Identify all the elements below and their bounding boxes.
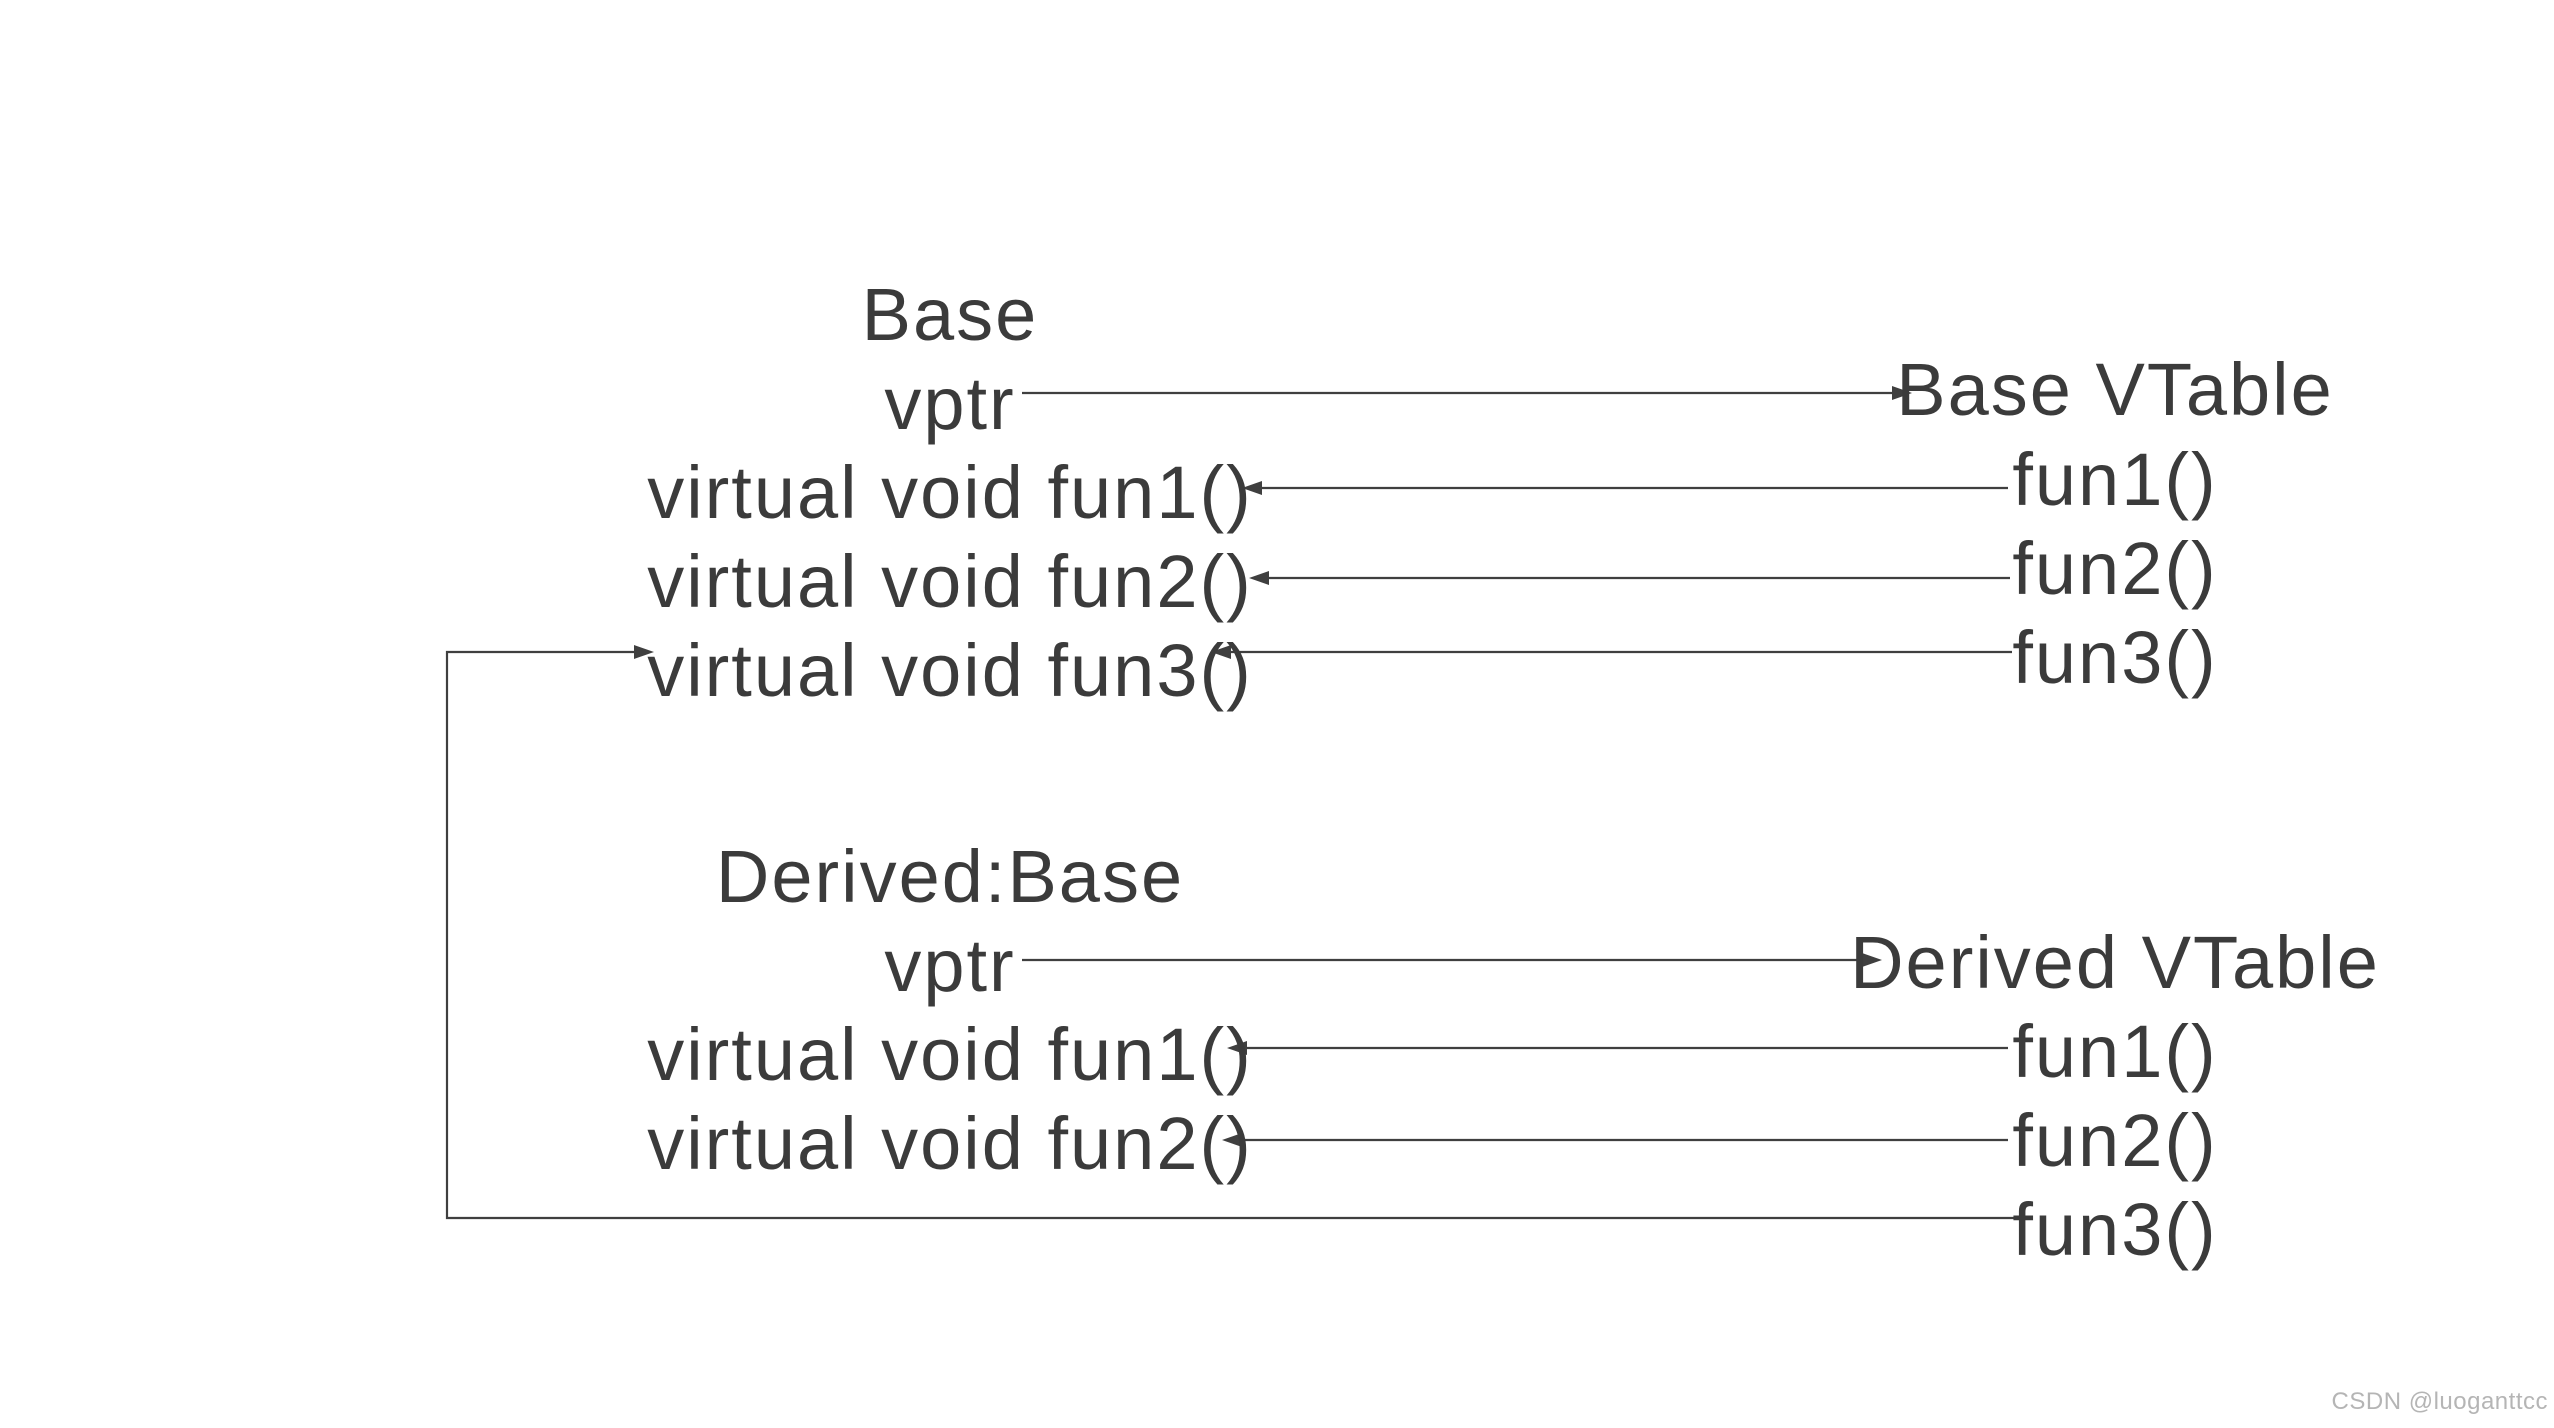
derived-class-title: Derived:Base bbox=[715, 835, 1185, 918]
arrow-derived-vtable-fun1-to-derived-fun1 bbox=[1227, 1041, 2008, 1055]
base-class-row-vptr: vptr bbox=[884, 362, 1016, 445]
derived-class-row-vptr: vptr bbox=[884, 924, 1016, 1007]
base-class-title: Base bbox=[861, 273, 1039, 356]
derived-class-row-fun2: virtual void fun2() bbox=[647, 1102, 1253, 1185]
base-class-row-fun3: virtual void fun3() bbox=[647, 629, 1253, 712]
base-class-row-fun1: virtual void fun1() bbox=[647, 451, 1253, 534]
derived-class-row-fun1: virtual void fun1() bbox=[647, 1013, 1253, 1096]
arrow-base-vtable-fun2-to-base-fun2 bbox=[1249, 571, 2010, 585]
arrow-base-vptr-to-base-vtable bbox=[1022, 386, 1912, 400]
arrow-base-vtable-fun1-to-base-fun1 bbox=[1242, 481, 2008, 495]
base-vtable-title: Base VTable bbox=[1896, 348, 2334, 431]
arrow-derived-vptr-to-derived-vtable bbox=[1022, 953, 1882, 967]
derived-vtable-row-fun2: fun2() bbox=[2012, 1099, 2218, 1182]
arrow-derived-vtable-fun2-to-derived-fun2 bbox=[1222, 1133, 2008, 1147]
base-class-row-fun2: virtual void fun2() bbox=[647, 540, 1253, 623]
derived-vtable-row-fun1: fun1() bbox=[2012, 1010, 2218, 1093]
csdn-watermark: CSDN @luoganttcc bbox=[2331, 1388, 2548, 1415]
arrow-derived-vtable-fun3-to-base-fun3 bbox=[445, 645, 2030, 1220]
base-vtable-row-fun3: fun3() bbox=[2012, 616, 2218, 699]
base-vtable-row-fun1: fun1() bbox=[2012, 438, 2218, 521]
derived-vtable-title: Derived VTable bbox=[1850, 921, 2380, 1004]
arrow-base-vtable-fun3-to-base-fun3 bbox=[1211, 645, 2012, 659]
derived-vtable-row-fun3: fun3() bbox=[2012, 1188, 2218, 1271]
base-vtable-row-fun2: fun2() bbox=[2012, 527, 2218, 610]
